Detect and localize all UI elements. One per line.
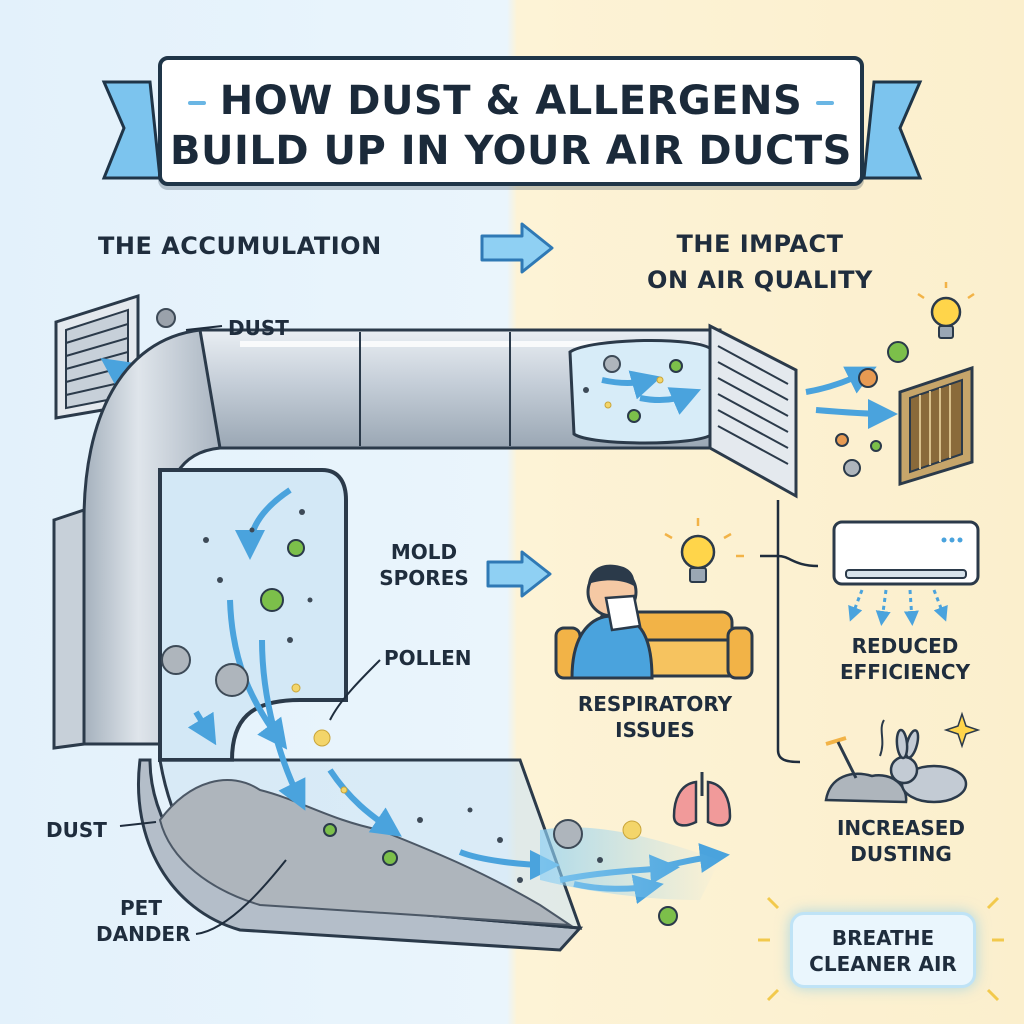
title-banner: HOW DUST & ALLERGENS BUILD UP IN YOUR AI… [158,56,864,186]
dust-specks-duct [203,387,603,883]
banner-ribbons [101,80,923,180]
air-filter-icon [898,365,974,487]
lungs-icon [672,772,732,827]
dust-clumps [161,355,621,849]
arrow-right-icon [480,222,554,274]
impact-dusting-line-2: DUSTING [850,842,952,866]
label-mold-line-2: SPORES [379,566,469,590]
title-line-2: BUILD UP IN YOUR AIR DUCTS [170,128,852,174]
cta-line-2: CLEANER AIR [809,952,957,976]
impact-efficiency-line-2: EFFICIENCY [839,660,971,684]
label-mold-line-1: MOLD [390,540,458,564]
sparkle-icon [943,711,981,749]
impact-respiratory-line-1: RESPIRATORY [577,692,733,716]
cta-line-1: BREATHE [831,926,935,950]
person-sneezing-icon [570,564,654,680]
rabbit-icon [889,728,968,804]
light-bulb-icon [917,282,975,339]
dust-particles-out [835,341,909,477]
light-bulb-icon [664,518,744,583]
title-line-1: HOW DUST & ALLERGENS [219,78,803,124]
label-dust-top: DUST [228,316,289,340]
leader-lines [119,325,381,935]
title-dash-right [816,101,834,105]
connector-lines [760,500,819,764]
label-pet-line-2: DANDER [96,922,191,946]
impact-dusting-line-1: INCREASED [836,816,966,840]
label-pollen: POLLEN [384,646,472,670]
impact-respiratory-line-2: ISSUES [615,718,695,742]
cta-rays [758,896,1004,1002]
impact-efficiency-line-1: REDUCED [851,634,959,658]
label-dust-bottom: DUST [46,818,107,842]
vent-grille-icon [708,323,798,499]
pollen-particles [291,376,664,840]
mold-spore-particles [260,359,683,926]
section-heading-accumulation: THE ACCUMULATION [98,232,382,260]
breathe-cleaner-air-button[interactable]: BREATHE CLEANER AIR [790,912,976,988]
dust-pile-icon [824,719,908,804]
arrow-right-icon [486,550,552,598]
air-stream [540,827,720,900]
title-dash-left [188,101,206,105]
label-pet-line-1: PET [120,896,162,920]
air-conditioner-icon [832,520,980,626]
section-heading-impact-line-1: THE IMPACT [676,230,844,258]
section-heading-impact-line-2: ON AIR QUALITY [647,266,873,294]
